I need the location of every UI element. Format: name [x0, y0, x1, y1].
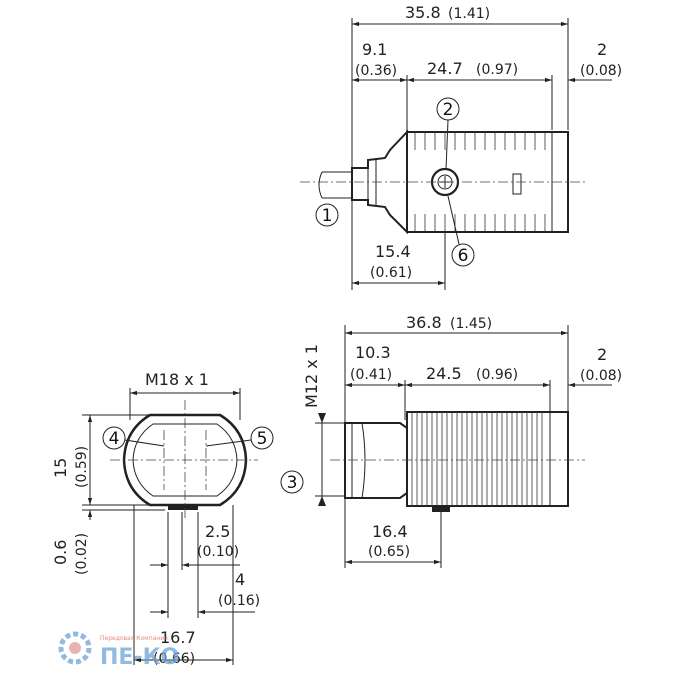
svg-text:2: 2 — [443, 100, 454, 120]
front-offset: 0.6 — [51, 540, 70, 565]
side-axis-offset: 16.4 — [372, 522, 408, 541]
callout-2: 2 — [436, 97, 460, 171]
callout-6: 6 — [447, 195, 475, 267]
top-body-length: 24.7 — [427, 59, 463, 78]
logo-name: ПЕ-КО — [100, 645, 179, 670]
front-height: 15 — [51, 458, 70, 478]
side-view: 36.8 (1.45) 10.3 (0.41) 24.5 (0.96) 2 (0… — [280, 313, 622, 568]
top-end-length-in: (0.08) — [580, 63, 622, 79]
top-body-length-in: (0.97) — [476, 62, 518, 78]
front-lens-spacing: 4 — [235, 570, 245, 589]
side-end-length-in: (0.08) — [580, 368, 622, 384]
top-body-ribs — [414, 132, 546, 232]
side-overall-length-in: (1.45) — [450, 316, 492, 332]
front-face — [132, 423, 238, 497]
top-connector-length: 9.1 — [362, 40, 387, 59]
front-width: 16.7 — [160, 628, 196, 647]
top-connector-length-in: (0.36) — [355, 63, 397, 79]
side-axis-offset-in: (0.65) — [368, 544, 410, 560]
top-end-length: 2 — [597, 40, 607, 59]
front-lens-bump — [168, 505, 198, 510]
callout-4: 4 — [102, 426, 165, 450]
side-body-length: 24.5 — [426, 364, 462, 383]
callout-3: 3 — [280, 470, 304, 494]
side-body-thread-hatch — [411, 412, 543, 506]
side-overall-length: 36.8 — [406, 313, 442, 332]
side-connector-length-in: (0.41) — [350, 367, 392, 383]
callout-1: 1 — [315, 203, 339, 227]
svg-text:3: 3 — [287, 473, 298, 493]
side-connector-length: 10.3 — [355, 343, 391, 362]
side-body — [406, 411, 569, 507]
front-lens-offset: 2.5 — [205, 522, 230, 541]
top-overall-length: 35.8 — [405, 3, 441, 22]
top-view: 35.8 (1.41) 9.1 (0.36) 24.7 (0.97) 2 (0.… — [300, 3, 622, 290]
side-end-length: 2 — [597, 345, 607, 364]
front-lens-spacing-in: (0.16) — [218, 593, 260, 609]
callout-5: 5 — [205, 426, 274, 450]
svg-text:1: 1 — [322, 206, 333, 226]
front-view: M18 x 1 15 (0.59) 0.6 (0.02) 2.5 (0.10) — [51, 370, 274, 667]
side-body-length-in: (0.96) — [476, 367, 518, 383]
logo-tagline: Передовая Компания — [100, 635, 168, 642]
front-height-in: (0.59) — [74, 446, 90, 488]
front-offset-in: (0.02) — [74, 533, 90, 575]
side-connector — [344, 422, 408, 499]
watermark-logo: Передовая Компания ПЕ-КО — [58, 631, 179, 670]
side-connector-thread: M12 x 1 — [302, 344, 321, 408]
front-thread: M18 x 1 — [145, 370, 209, 389]
side-lens-bump — [432, 506, 450, 512]
svg-text:4: 4 — [109, 429, 120, 449]
cable — [322, 171, 352, 199]
front-lens-offset-in: (0.10) — [197, 544, 239, 560]
top-overall-length-in: (1.41) — [448, 6, 490, 22]
status-led — [512, 173, 522, 195]
svg-text:5: 5 — [257, 429, 268, 449]
svg-text:6: 6 — [458, 246, 469, 266]
top-axis-offset-in: (0.61) — [370, 265, 412, 281]
gear-icon — [58, 631, 92, 665]
front-width-in: (0.66) — [153, 651, 195, 667]
top-axis-offset: 15.4 — [375, 242, 411, 261]
